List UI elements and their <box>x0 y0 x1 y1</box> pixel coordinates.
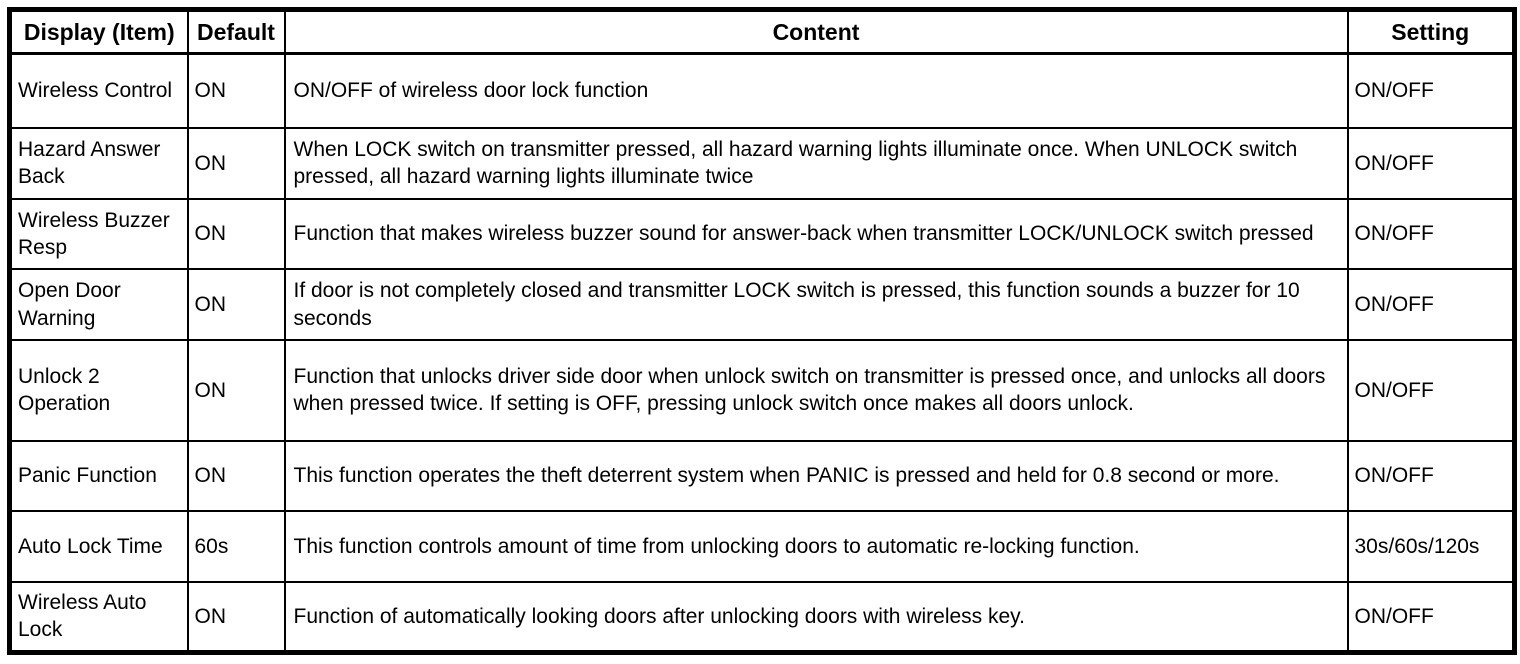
cell-display-item: Wireless Control <box>8 52 189 130</box>
cell-setting: ON/OFF <box>1346 338 1516 442</box>
cell-default: ON <box>186 439 286 513</box>
cell-setting: ON/OFF <box>1346 127 1516 200</box>
column-header-content: Content <box>283 8 1349 55</box>
cell-content: This function operates the theft deterre… <box>283 439 1349 513</box>
column-header-default: Default <box>186 8 286 55</box>
cell-content: This function controls amount of time fr… <box>283 510 1349 583</box>
cell-default: ON <box>186 197 286 271</box>
table-row: Panic Function ON This function operates… <box>8 439 1516 513</box>
cell-setting: ON/OFF <box>1346 268 1516 341</box>
cell-setting: ON/OFF <box>1346 580 1516 654</box>
cell-setting: 30s/60s/120s <box>1346 510 1516 583</box>
table-row: Wireless Auto Lock ON Function of automa… <box>8 580 1516 654</box>
table-row: Wireless Buzzer Resp ON Function that ma… <box>8 197 1516 271</box>
table-header-row: Display (Item) Default Content Setting <box>8 8 1516 55</box>
cell-setting: ON/OFF <box>1346 439 1516 513</box>
cell-content: Function that makes wireless buzzer soun… <box>283 197 1349 271</box>
wireless-door-lock-settings-table: Display (Item) Default Content Setting W… <box>7 7 1517 655</box>
cell-display-item: Auto Lock Time <box>8 510 189 583</box>
cell-setting: ON/OFF <box>1346 197 1516 271</box>
cell-display-item: Hazard Answer Back <box>8 127 189 200</box>
cell-display-item: Wireless Auto Lock <box>8 580 189 654</box>
cell-default: ON <box>186 127 286 200</box>
cell-content: Function that unlocks driver side door w… <box>283 338 1349 442</box>
table-row: Hazard Answer Back ON When LOCK switch o… <box>8 127 1516 200</box>
cell-setting: ON/OFF <box>1346 52 1516 130</box>
table-row: Wireless Control ON ON/OFF of wireless d… <box>8 52 1516 130</box>
cell-default: ON <box>186 52 286 130</box>
cell-content: When LOCK switch on transmitter pressed,… <box>283 127 1349 200</box>
cell-content: If door is not completely closed and tra… <box>283 268 1349 341</box>
table-row: Open Door Warning ON If door is not comp… <box>8 268 1516 341</box>
cell-display-item: Panic Function <box>8 439 189 513</box>
cell-default: ON <box>186 268 286 341</box>
cell-content: Function of automatically looking doors … <box>283 580 1349 654</box>
table-row: Unlock 2 Operation ON Function that unlo… <box>8 338 1516 442</box>
cell-default: ON <box>186 338 286 442</box>
column-header-setting: Setting <box>1346 8 1516 55</box>
table-row: Auto Lock Time 60s This function control… <box>8 510 1516 583</box>
column-header-display-item: Display (Item) <box>8 8 189 55</box>
cell-default: 60s <box>186 510 286 583</box>
cell-content: ON/OFF of wireless door lock function <box>283 52 1349 130</box>
cell-default: ON <box>186 580 286 654</box>
cell-display-item: Open Door Warning <box>8 268 189 341</box>
cell-display-item: Wireless Buzzer Resp <box>8 197 189 271</box>
cell-display-item: Unlock 2 Operation <box>8 338 189 442</box>
